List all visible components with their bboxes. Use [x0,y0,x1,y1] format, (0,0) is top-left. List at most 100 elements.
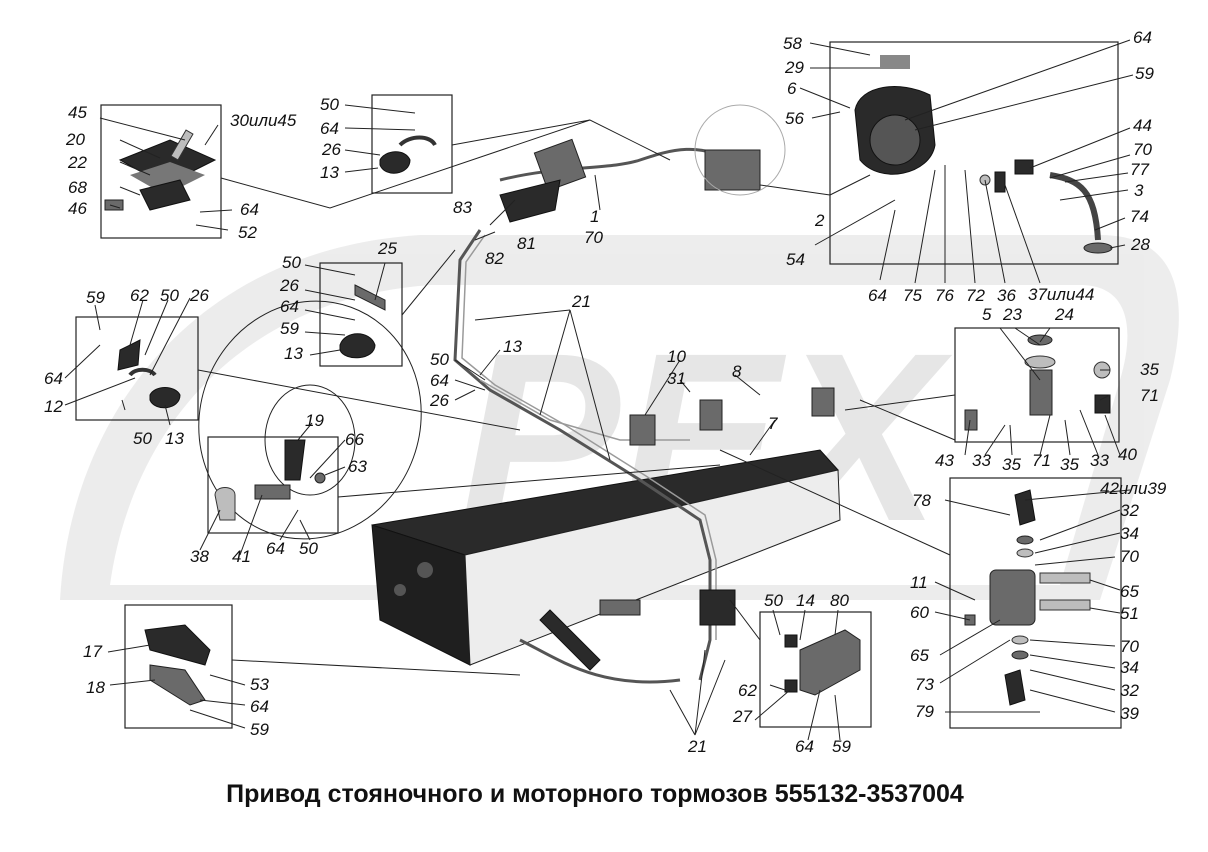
label-33-b: 33 [1090,451,1109,470]
label-10: 10 [667,347,686,366]
label-5: 5 [982,305,992,324]
label-33-a: 33 [972,451,991,470]
box-connector-19 [207,436,339,534]
label-22: 22 [67,153,87,172]
label-71-a: 71 [1140,386,1159,405]
label-51: 51 [1120,604,1139,623]
label-38: 38 [190,547,209,566]
label-45: 45 [68,103,87,122]
label-26-b: 26 [279,276,299,295]
label-6: 6 [787,79,797,98]
label-26-c: 26 [189,286,209,305]
label-25: 25 [377,239,397,258]
label-77: 77 [1130,160,1149,179]
label-18: 18 [86,678,105,697]
label-50-b: 50 [282,253,301,272]
label-70-b: 70 [584,228,603,247]
label-7: 7 [768,414,778,433]
label-13-c: 13 [165,429,184,448]
label-26-a: 26 [321,140,341,159]
label-30-or-45: 30или45 [230,111,297,130]
label-13-d: 13 [503,337,522,356]
box-bracket-17 [124,604,233,729]
label-20: 20 [65,130,85,149]
central-components [499,138,835,671]
label-58: 58 [783,34,802,53]
label-64-c: 64 [240,200,259,219]
box-parking-valve [829,41,1119,265]
label-54: 54 [786,250,805,269]
label-34-a: 34 [1120,524,1139,543]
label-31: 31 [667,369,686,388]
label-59-b: 59 [280,319,299,338]
label-19: 19 [305,411,324,430]
label-52: 52 [238,223,257,242]
label-59-d: 59 [250,720,269,739]
label-64-b: 64 [868,286,887,305]
label-64-d: 64 [320,119,339,138]
label-8: 8 [732,362,742,381]
box-clamp-top [371,94,453,194]
label-43: 43 [935,451,954,470]
label-50-e: 50 [430,350,449,369]
label-63: 63 [348,457,367,476]
label-50-c: 50 [160,286,179,305]
label-64-i: 64 [250,697,269,716]
label-23: 23 [1002,305,1022,324]
label-59-c: 59 [86,288,105,307]
label-80: 80 [830,591,849,610]
label-36: 36 [997,286,1016,305]
label-73: 73 [915,675,934,694]
label-64-j: 64 [795,737,814,756]
label-65-a: 65 [1120,582,1139,601]
label-62-a: 62 [130,286,149,305]
label-21-b: 21 [687,737,707,756]
label-64-e: 64 [280,297,299,316]
label-13-b: 13 [284,344,303,363]
label-59-a: 59 [1135,64,1154,83]
label-17: 17 [83,642,102,661]
label-50-a: 50 [320,95,339,114]
label-62-b: 62 [738,681,757,700]
label-42-or-39: 42или39 [1100,479,1167,498]
label-74: 74 [1130,207,1149,226]
label-35-a: 35 [1140,360,1159,379]
label-37-or-44: 37или44 [1028,285,1094,304]
label-12: 12 [44,397,63,416]
label-66: 66 [345,430,364,449]
label-64-a: 64 [1133,28,1152,47]
part-labels: 58 29 6 56 64 59 44 70 77 3 74 28 2 54 6… [44,28,1167,756]
label-32-a: 32 [1120,501,1139,520]
label-46: 46 [68,199,87,218]
callout-ellipse-top [694,104,786,196]
label-40: 40 [1118,445,1137,464]
callout-ellipse-inner [264,384,356,496]
label-21-a: 21 [571,292,591,311]
box-clamp-25 [319,262,403,367]
label-70-a: 70 [1133,140,1152,159]
label-41: 41 [232,547,251,566]
label-64-h: 64 [266,539,285,558]
label-82: 82 [485,249,504,268]
label-71-b: 71 [1032,451,1051,470]
label-60: 60 [910,603,929,622]
label-64-g: 64 [430,371,449,390]
frame-rail [371,449,841,666]
diagram-caption: Привод стояночного и моторного тормозов … [226,780,964,808]
label-27: 27 [732,707,752,726]
label-72: 72 [966,286,985,305]
label-44: 44 [1133,116,1152,135]
box-crane [100,104,222,239]
label-78: 78 [912,491,931,510]
label-32-b: 32 [1120,681,1139,700]
label-56: 56 [785,109,804,128]
label-28: 28 [1130,235,1150,254]
label-13-a: 13 [320,163,339,182]
label-34-b: 34 [1120,658,1139,677]
label-2: 2 [814,211,825,230]
label-29: 29 [784,58,804,77]
label-35-b: 35 [1002,455,1021,474]
label-81: 81 [517,234,536,253]
label-35-c: 35 [1060,455,1079,474]
